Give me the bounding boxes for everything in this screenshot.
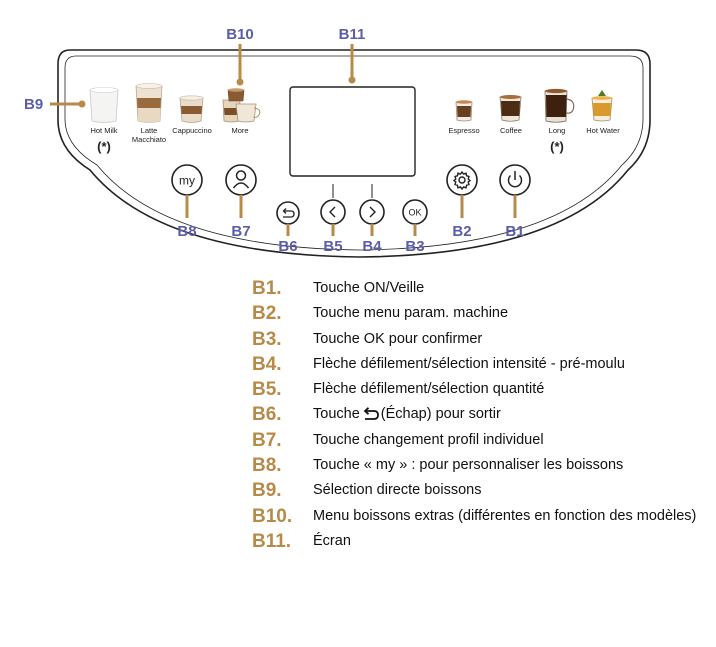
latte-macchiato-drink-button[interactable]: Latte Macchiato xyxy=(132,83,166,145)
more-drinks-label: More xyxy=(231,126,248,135)
legend-code: B9. xyxy=(252,480,282,502)
callout-b2: B2 xyxy=(452,223,471,240)
legend-row-b9: B9. Sélection directe boissons xyxy=(252,478,712,503)
callout-b8: B8 xyxy=(177,223,196,240)
espresso-drink-button[interactable]: Espresso xyxy=(448,100,480,135)
coffee-cup-icon xyxy=(499,95,522,122)
callout-b10: B10 xyxy=(226,26,254,43)
legend-text: Flèche défilement/sélection intensité - … xyxy=(313,355,625,372)
my-personalize-button[interactable]: my xyxy=(171,164,203,196)
legend-code: B10. xyxy=(252,505,293,527)
legend-row-b4: B4. Flèche défilement/sélection intensit… xyxy=(252,352,712,377)
hot-water-drink-button[interactable]: Hot Water xyxy=(586,90,620,135)
user-profile-icon xyxy=(232,170,250,189)
latte-macchiato-glass-icon xyxy=(135,83,163,123)
legend-text: Touche changement profil individuel xyxy=(313,431,544,448)
my-button-label: my xyxy=(179,174,195,188)
espresso-label: Espresso xyxy=(448,126,479,135)
legend-text: Menu boissons extras (différentes en fon… xyxy=(313,507,697,524)
legend-code: B3. xyxy=(252,328,282,350)
long-coffee-label: Long xyxy=(549,126,566,135)
legend-code: B4. xyxy=(252,353,282,375)
legend-row-b2: B2. Touche menu param. machine xyxy=(252,301,712,326)
legend-text: Touche (Échap) pour sortir xyxy=(313,402,501,427)
legend-text-before: Touche xyxy=(313,406,360,423)
legend-code: B2. xyxy=(252,303,282,325)
hot-milk-label: Hot Milk xyxy=(90,126,117,135)
ok-button-label: OK xyxy=(408,208,421,218)
coffee-label: Coffee xyxy=(500,126,522,135)
legend-text: Touche ON/Veille xyxy=(313,280,425,296)
back-arrow-icon xyxy=(282,208,295,218)
callout-b7: B7 xyxy=(231,223,250,240)
control-panel-diagram: Hot Milk (*) Latte Macchiato Cappuccino xyxy=(24,26,651,258)
legend-code: B11. xyxy=(252,530,292,552)
cappuccino-label: Cappuccino xyxy=(172,126,212,135)
coffee-drink-button[interactable]: Coffee xyxy=(499,95,522,135)
callout-b6: B6 xyxy=(278,238,297,255)
legend-row-b7: B7. Touche changement profil individuel xyxy=(252,428,712,453)
display-screen xyxy=(289,86,416,177)
legend-code: B8. xyxy=(252,455,282,477)
hot-milk-asterisk: (*) xyxy=(97,139,111,154)
espresso-cup-icon xyxy=(455,100,473,122)
legend-text: Sélection directe boissons xyxy=(313,482,482,499)
callout-b3: B3 xyxy=(405,238,424,255)
hot-milk-drink-button[interactable]: Hot Milk xyxy=(89,87,119,136)
legend-code: B1. xyxy=(252,278,282,299)
callout-b5: B5 xyxy=(323,238,342,255)
long-coffee-asterisk: (*) xyxy=(550,139,564,154)
callout-b9: B9 xyxy=(24,96,43,113)
legend-text: Touche OK pour confirmer xyxy=(313,330,483,347)
legend-row-b11: B11. Écran xyxy=(252,529,712,554)
hot-water-tea-cup-icon xyxy=(591,90,613,122)
legend-row-b1: B1. Touche ON/Veille xyxy=(252,276,712,301)
b9-leader-dot xyxy=(78,100,86,108)
legend-text-after: (Échap) pour sortir xyxy=(380,406,501,423)
legend-list: B1. Touche ON/Veille B2. Touche menu par… xyxy=(252,276,712,554)
power-icon xyxy=(507,171,523,188)
legend-row-b3: B3. Touche OK pour confirmer xyxy=(252,327,712,352)
legend-row-b6: B6. Touche (Échap) pour sortir xyxy=(252,402,712,427)
legend-code: B7. xyxy=(252,429,282,451)
more-drinks-button[interactable]: More xyxy=(222,88,261,135)
legend-row-b8: B8. Touche « my » : pour personnaliser l… xyxy=(252,453,712,478)
legend-code: B6. xyxy=(252,404,282,426)
b10-leader-dot xyxy=(236,78,244,86)
cappuccino-glass-icon xyxy=(179,95,204,123)
chevron-right-icon xyxy=(369,206,376,218)
legend-text: Écran xyxy=(313,532,351,549)
legend-code: B5. xyxy=(252,379,282,401)
hot-water-label: Hot Water xyxy=(586,126,620,135)
more-drinks-cups-icon xyxy=(222,88,261,123)
b11-leader-dot xyxy=(348,76,356,84)
scroll-left-arrow-button[interactable] xyxy=(320,199,346,225)
cappuccino-drink-button[interactable]: Cappuccino xyxy=(172,95,212,135)
long-coffee-mug-icon xyxy=(544,88,575,123)
power-standby-button[interactable] xyxy=(499,164,531,196)
callout-b1: B1 xyxy=(505,223,524,240)
back-arrow-icon xyxy=(363,407,379,421)
callout-b11: B11 xyxy=(339,26,366,43)
machine-settings-button[interactable] xyxy=(446,164,478,196)
back-escape-button[interactable] xyxy=(276,201,300,225)
legend-text: Touche « my » : pour personnaliser les b… xyxy=(313,457,624,474)
legend-text: Flèche défilement/sélection quantité xyxy=(313,381,545,398)
scroll-right-arrow-button[interactable] xyxy=(359,199,385,225)
hot-milk-glass-icon xyxy=(89,87,119,123)
gear-icon xyxy=(452,170,472,191)
legend-text: Touche menu param. machine xyxy=(313,305,509,322)
profile-change-button[interactable] xyxy=(225,164,257,196)
legend-row-b10: B10. Menu boissons extras (différentes e… xyxy=(252,504,712,529)
legend-row-b5: B5. Flèche défilement/sélection quantité xyxy=(252,377,712,402)
ok-confirm-button[interactable]: OK xyxy=(402,199,428,225)
panel-inner-outline xyxy=(64,55,644,251)
long-coffee-drink-button[interactable]: Long xyxy=(544,88,575,135)
latte-macchiato-label-line2: Macchiato xyxy=(132,135,166,144)
callout-b4: B4 xyxy=(362,238,382,255)
chevron-left-icon xyxy=(329,206,336,218)
latte-macchiato-label-line1: Latte xyxy=(141,126,158,135)
